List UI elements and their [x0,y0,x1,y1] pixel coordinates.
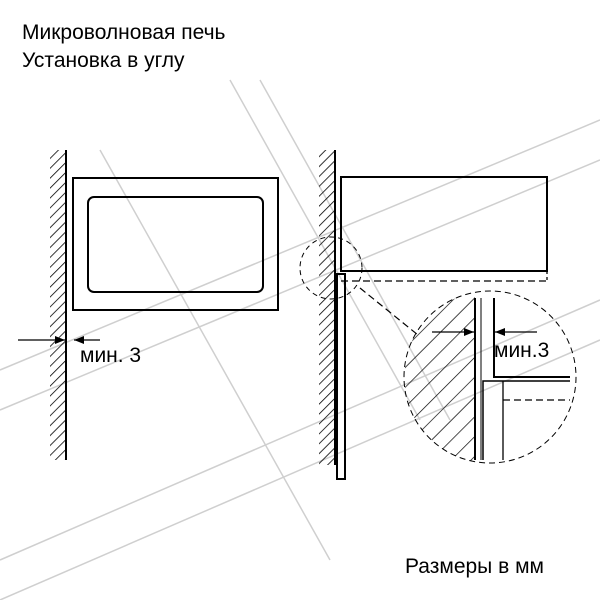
watermark [0,79,600,600]
cabinet [340,176,548,272]
left-gap-label: мин. 3 [80,344,141,367]
microwave-body [72,177,279,311]
detail-circle [403,290,577,464]
right-view: мин.3 [299,150,577,480]
wall-hatch [50,150,65,460]
left-view: мин. 3 [18,150,279,460]
door-panel [336,273,346,480]
wall-hatch [319,150,334,465]
units-note: Размеры в мм [405,555,544,578]
microwave-window [87,196,264,293]
detail-marker [299,236,363,300]
title-line-1: Микроволновая печь [22,21,226,44]
title-line-2: Установка в углу [22,49,185,72]
right-gap-label: мин.3 [494,339,549,362]
